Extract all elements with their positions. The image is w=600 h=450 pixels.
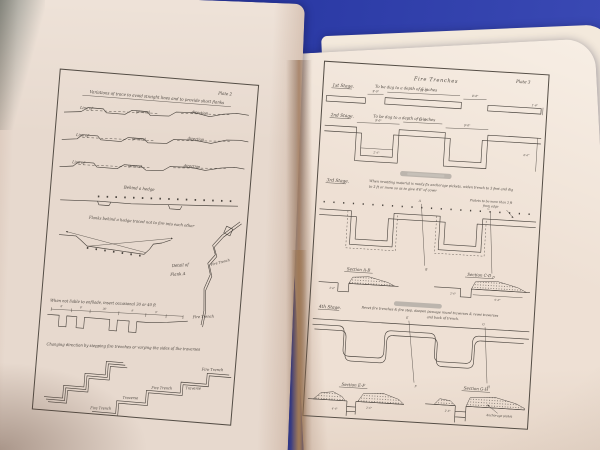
section-cd-title: Section C-D: [467, 272, 492, 279]
pickets-note-1: Pickets to be more than 3 ft: [469, 198, 513, 205]
dim-4ft6: 4'-6": [332, 407, 338, 410]
dim-18ft: 18'-0": [420, 88, 429, 93]
left-plate-header: Plate 2 Variations of trace to avoid str…: [82, 89, 233, 107]
section-ab-title: Section A-B: [347, 266, 371, 273]
dim-9ft: 9'-0": [375, 118, 382, 123]
dim-30ft: 30': [103, 307, 107, 311]
stage1-label: 1st Stage.: [332, 83, 354, 89]
dim-9ft: 9'-0": [372, 89, 379, 94]
trace-label-general: general: [132, 136, 147, 142]
dim-8ft: 8': [60, 304, 63, 308]
right-plate-label: Plate 3: [515, 79, 531, 85]
changing-direction-diagram: Changing direction by stepping fire tren…: [44, 341, 232, 417]
dim-2ft6: 2'-6": [365, 407, 372, 410]
flanks-caption: Flanks behind a hedge traced not to fire…: [88, 214, 196, 228]
book-spine-gutter-lower: [291, 250, 307, 450]
flanks-diagram: Flanks behind a hedge traced not to fire…: [59, 214, 242, 328]
cut-letter-c: C: [487, 207, 490, 211]
trace-label-direction: direction: [191, 109, 208, 116]
dim-9ft: 9'-0": [472, 94, 479, 99]
dim-2ft6: 2'-6": [372, 150, 379, 155]
trace-diagram-1: Line of general direction: [64, 105, 249, 118]
detail-of-label: Detail of: [171, 262, 190, 268]
fire-trench-label: Fire Trench: [89, 406, 111, 411]
parapet-cd: [471, 281, 527, 293]
trace-label-line-of: Line of: [75, 132, 90, 138]
section-ef-title: Section E-F: [341, 382, 365, 389]
right-plate-drawing: Fire Trenches Plate 3 1st Stage. To be d…: [307, 76, 544, 423]
parapet-ef-right: [357, 393, 405, 405]
stage1-diagram: 1st Stage. To be dug to a depth of 6 inc…: [325, 83, 544, 116]
left-page: Plate 2 Variations of trace to avoid str…: [0, 0, 305, 450]
right-page: Fire Trenches Plate 3 1st Stage. To be d…: [282, 38, 600, 450]
dim-2ft6: 2'-6": [444, 409, 451, 412]
stepped-trench-left: [44, 360, 128, 404]
trace-label-direction: direction: [188, 136, 205, 143]
section-gh-title: Section G-H: [464, 385, 489, 392]
right-plate-border: Fire Trenches Plate 3 1st Stage. To be d…: [302, 60, 550, 430]
dim-9ft: 9'-0": [464, 123, 471, 128]
sections-ef-gh: Section E-F 4'-6" 2'-6" Section G-H 2'-6…: [307, 382, 525, 423]
fire-trench-label: Fire Trench: [201, 367, 224, 373]
trace-label-direction: direction: [184, 163, 201, 170]
sections-ab-cd: Section A-B 2'-6" Section C-D 9'-0" 2'-6…: [318, 266, 530, 309]
cut-letter-d: D: [491, 275, 495, 279]
stage3-label: 3rd Stage.: [326, 178, 349, 184]
dim-9ft: 9': [155, 310, 158, 314]
hedge-diagram: Behind a hedge: [60, 184, 238, 210]
left-plate-drawing: Plate 2 Variations of trace to avoid str…: [44, 89, 249, 417]
stage2-caption: To be dug to a depth of 6 inches: [373, 113, 435, 122]
stage4-label: 4th Stage.: [318, 305, 342, 312]
dim-2ft6: 2'-6": [328, 287, 335, 290]
right-plate-header: Fire Trenches Plate 3: [413, 76, 531, 85]
anchorage-label: Anchorage picket: [485, 413, 513, 419]
parapet-ab: [348, 276, 396, 287]
pickets-note-2: from edge: [482, 204, 499, 209]
parapet-gh-right: [465, 397, 525, 411]
flank-a-label: Flank A: [169, 271, 185, 277]
stage3-diagram: 3rd Stage. When revetting material is re…: [319, 178, 537, 279]
left-plate-label: Plate 2: [217, 90, 232, 96]
dim-9ft: 9'-0": [494, 298, 500, 302]
dim-8ft: 8': [80, 305, 83, 309]
cut-letter-b: B: [424, 267, 428, 271]
changing-caption: Changing direction by stepping fire tren…: [46, 341, 200, 352]
dim-4ft6: 4'-6": [522, 153, 529, 158]
fire-trench-label: Fire Trench: [210, 258, 230, 267]
stage1-caption: To be dug to a depth of 6 inches: [375, 84, 437, 93]
cut-letter-g: G: [482, 322, 485, 326]
stepped-trench-right: Fire Trench Traverse Fire Trench Travers…: [89, 367, 232, 417]
dim-18ft: 18'-0": [419, 118, 428, 123]
cut-letter-h: H: [486, 385, 490, 389]
fire-trench-label: Fire Trench: [192, 314, 215, 319]
traverse-label: Traverse: [185, 386, 201, 391]
eraser-smudge-core: [407, 172, 445, 178]
hedge-caption: Behind a hedge: [123, 184, 156, 192]
enfilade-diagram: When not liable to enfilade, insert occa…: [47, 298, 215, 333]
eraser-smudge: [393, 301, 442, 309]
left-plate-title: Variations of trace to avoid straight li…: [90, 89, 225, 105]
trace-label-line-of: Line of: [79, 105, 94, 111]
trace-diagram-3: Line of general direction: [59, 159, 245, 171]
trace-label-line-of: Line of: [71, 159, 86, 165]
stage2-label: 2nd Stage.: [329, 113, 354, 120]
dim-9ft: 9': [131, 308, 134, 312]
stage2-diagram: 2nd Stage. To be dug to a depth of 6 inc…: [324, 113, 542, 179]
flank-detail-post: [223, 225, 234, 237]
fire-trench-label: Fire Trench: [150, 386, 172, 391]
trace-label-general: general: [128, 163, 143, 169]
cut-letter-e: E: [405, 316, 409, 320]
cut-letter-a: A: [418, 199, 422, 203]
cut-letter-f: F: [413, 384, 417, 388]
traverse-label: Traverse: [123, 396, 139, 401]
trace-diagram-2: Line of general direction: [61, 132, 249, 144]
trace-label-general: general: [136, 108, 151, 114]
enfilade-caption: When not liable to enfilade, insert occa…: [50, 298, 156, 308]
stage3-caption-2: to 3 ft or more so as to give 4'6" of co…: [369, 185, 437, 193]
dim-1ft6: 1'-6": [531, 103, 537, 107]
left-plate-border: Plate 2 Variations of trace to avoid str…: [31, 68, 260, 426]
stage4-caption-2: and back of trench.: [427, 315, 459, 321]
dim-2ft6: 2'-6": [449, 292, 456, 295]
right-plate-title: Fire Trenches: [413, 76, 459, 85]
